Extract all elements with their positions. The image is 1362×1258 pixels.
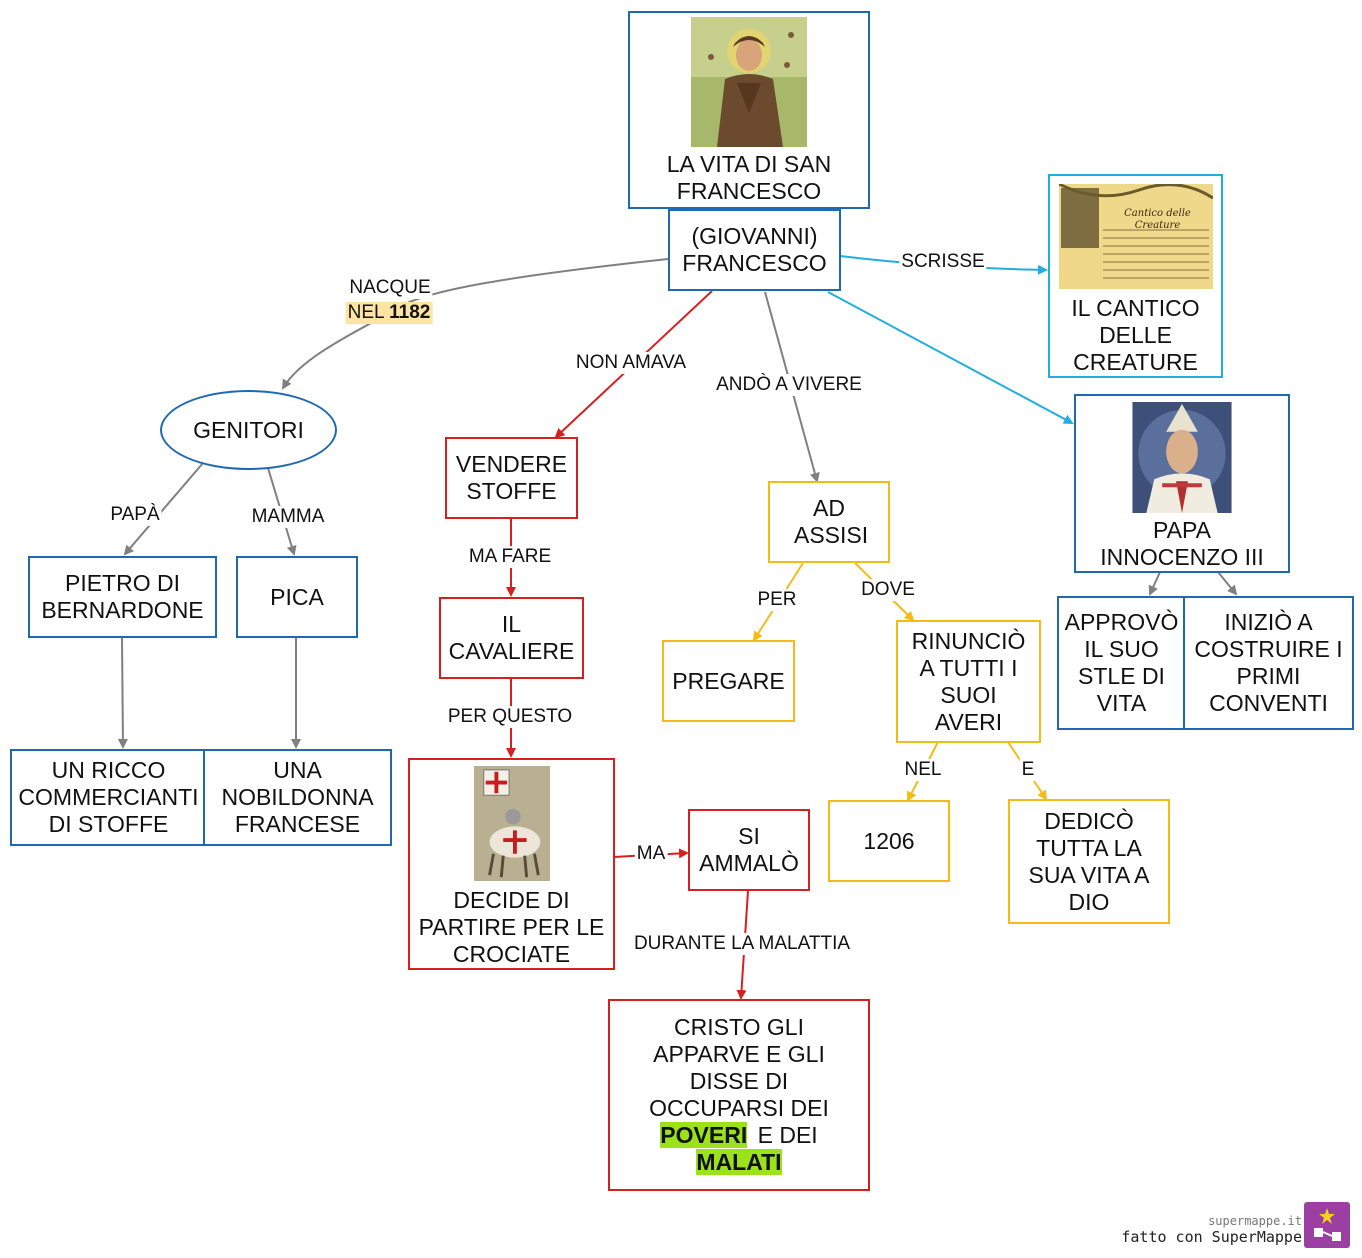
node-crociate[interactable]: DECIDE DI PARTIRE PER LE CROCIATE (408, 758, 615, 970)
ammalo-text: SI AMMALÒ (699, 823, 799, 876)
label-nel: NEL (902, 759, 944, 781)
node-dedico[interactable]: DEDICÒ TUTTA LA SUA VITA A DIO (1008, 799, 1170, 924)
label-per-questo: PER QUESTO (445, 706, 575, 728)
crociate-text: DECIDE DI PARTIRE PER LE CROCIATE (418, 887, 605, 967)
dedico-text: DEDICÒ TUTTA LA SUA VITA A DIO (1028, 807, 1150, 915)
rinuncio-text: RINUNCIÒ A TUTTI I SUOI AVERI (911, 627, 1026, 735)
node-vendere[interactable]: VENDERE STOFFE (445, 437, 578, 519)
highlight-malati: MALATI (696, 1149, 782, 1175)
label-durante: DURANTE LA MALATTIA (631, 933, 853, 955)
edge-papa-node (827, 291, 1074, 424)
san-francesco-portrait (691, 17, 807, 147)
crusader-knight-image (473, 766, 550, 881)
footer-site[interactable]: supermappe.it (1208, 1214, 1302, 1228)
node-cantico[interactable]: Cantico delle Creature IL CANTICO DELLE … (1048, 174, 1223, 378)
cavaliere-text: IL CAVALIERE (448, 611, 575, 664)
label-ma: MA (634, 843, 668, 865)
cristo-text: CRISTO GLI APPARVE E GLI DISSE DI OCCUPA… (639, 1014, 839, 1176)
label-ando: ANDÒ A VIVERE (714, 374, 864, 396)
label-year: 1182 (389, 302, 431, 323)
node-anno[interactable]: 1206 (828, 800, 950, 882)
cantico-image-caption: Cantico delle Creature (1124, 208, 1191, 231)
label-ma-fare: MA FARE (466, 546, 554, 568)
label-e: E (1019, 759, 1037, 781)
label-nel-text: NEL (347, 302, 384, 323)
highlight-poveri: POVERI (660, 1122, 748, 1148)
node-ammalo[interactable]: SI AMMALÒ (688, 809, 810, 891)
node-nobildonna[interactable]: UNA NOBILDONNA FRANCESE (203, 749, 392, 846)
cantico-text: IL CANTICO DELLE CREATURE (1071, 295, 1200, 375)
node-cavaliere[interactable]: IL CAVALIERE (439, 597, 584, 679)
label-nacque: NACQUE (347, 277, 433, 299)
cantico-manuscript-image: Cantico delle Creature (1058, 184, 1213, 289)
node-papa[interactable]: PAPA INNOCENZO III (1074, 394, 1290, 573)
approvo-text: APPROVÒ IL SUO STLE DI VITA (1064, 609, 1179, 716)
node-genitori[interactable]: GENITORI (160, 390, 337, 470)
label-scrisse: SCRISSE (899, 251, 987, 273)
edge-approvo (1148, 571, 1161, 596)
vendere-text: VENDERE STOFFE (455, 451, 568, 504)
node-approvo[interactable]: APPROVÒ IL SUO STLE DI VITA (1057, 596, 1186, 730)
papa-text: PAPA INNOCENZO III (1100, 517, 1264, 570)
genitori-text: GENITORI (193, 416, 304, 443)
supermappe-logo-icon[interactable] (1304, 1202, 1350, 1248)
node-cristo[interactable]: CRISTO GLI APPARVE E GLI DISSE DI OCCUPA… (608, 999, 870, 1191)
edge-pietro-ricco (117, 637, 128, 749)
edge-papa-parent (123, 462, 204, 556)
label-papa: PAPÀ (108, 504, 162, 526)
cristo-text-main: CRISTO GLI APPARVE E GLI DISSE DI OCCUPA… (649, 1014, 829, 1121)
pica-text: PICA (270, 583, 324, 610)
footer-made-with: fatto con SuperMappe (1121, 1228, 1302, 1246)
pietro-text: PIETRO DI BERNARDONE (41, 570, 204, 623)
inizio-text: INIZIÒ A COSTRUIRE I PRIMI CONVENTI (1194, 609, 1343, 716)
nobildonna-text: UNA NOBILDONNA FRANCESE (221, 757, 374, 837)
label-mamma: MAMMA (249, 506, 327, 528)
title-text: LA VITA DI SAN FRANCESCO (666, 151, 832, 204)
node-title[interactable]: LA VITA DI SAN FRANCESCO (628, 11, 870, 209)
anno-text: 1206 (863, 827, 915, 854)
node-inizio[interactable]: INIZIÒ A COSTRUIRE I PRIMI CONVENTI (1183, 596, 1354, 730)
node-rinuncio[interactable]: RINUNCIÒ A TUTTI I SUOI AVERI (896, 620, 1041, 743)
label-non-amava: NON AMAVA (573, 352, 689, 374)
node-assisi[interactable]: AD ASSISI (768, 481, 890, 563)
papa-innocenzo-portrait (1132, 402, 1232, 513)
edge-inizio (1217, 571, 1238, 596)
node-francesco[interactable]: (GIOVANNI) FRANCESCO (668, 209, 841, 291)
footer-credit: supermappe.it fatto con SuperMappe (1121, 1214, 1302, 1246)
node-ricco[interactable]: UN RICCO COMMERCIANTI DI STOFFE (10, 749, 207, 846)
node-pietro[interactable]: PIETRO DI BERNARDONE (28, 556, 217, 638)
node-pregare[interactable]: PREGARE (662, 640, 795, 722)
label-nel-1182: NEL 1182 (345, 302, 433, 324)
assisi-text: AD ASSISI (794, 495, 869, 548)
cristo-text-and: E DEI (757, 1122, 818, 1148)
pregare-text: PREGARE (672, 667, 785, 694)
ricco-text: UN RICCO COMMERCIANTI DI STOFFE (18, 757, 199, 837)
label-per: PER (755, 589, 799, 611)
label-dove: DOVE (859, 579, 917, 601)
node-pica[interactable]: PICA (236, 556, 358, 638)
francesco-text: (GIOVANNI) FRANCESCO (682, 223, 827, 276)
